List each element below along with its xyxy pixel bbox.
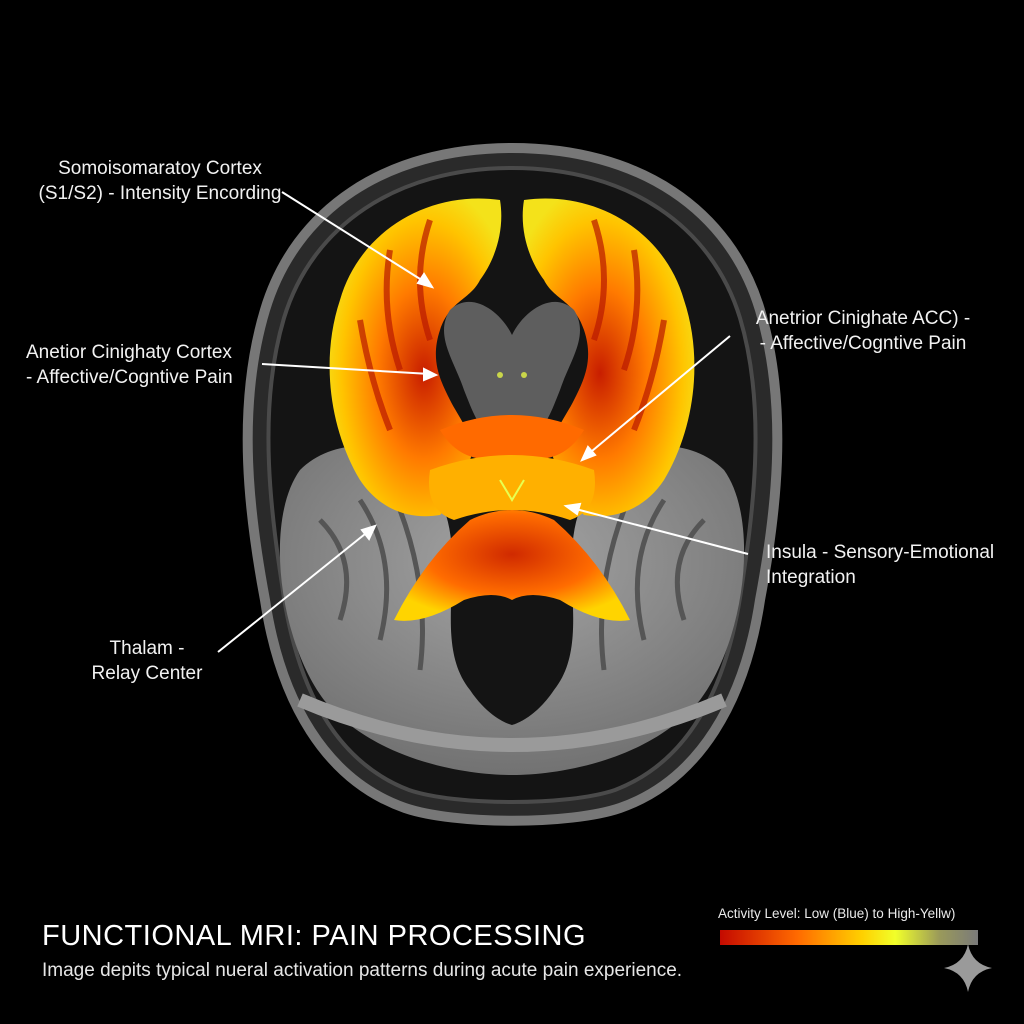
legend-label: Activity Level: Low (Blue) to High-Yellw… [718, 906, 956, 921]
label-anterior-cingulate-left: Anetior Cinighaty Cortex - Affective/Cog… [26, 342, 233, 388]
legend-color-bar [720, 930, 978, 945]
page-title: FUNCTIONAL MRI: PAIN PROCESSING [42, 920, 586, 952]
label-thalamus: Thalam - Relay Center [91, 638, 203, 684]
image-caption: Image depits typical nueral activation p… [42, 960, 683, 981]
label-insula: Insula - Sensory-Emotional Integration [766, 542, 995, 588]
label-anterior-cingulate-right: Anetrior Cinighate ACC) - - Affective/Co… [755, 308, 971, 354]
activation-central [394, 415, 630, 621]
ventricles [444, 301, 580, 440]
sparkle-icon [944, 944, 992, 992]
label-somatosensory-cortex: Somoisomaratoy Cortex (S1/S2) - Intensit… [38, 158, 282, 204]
annotation-arrows [217, 191, 749, 653]
